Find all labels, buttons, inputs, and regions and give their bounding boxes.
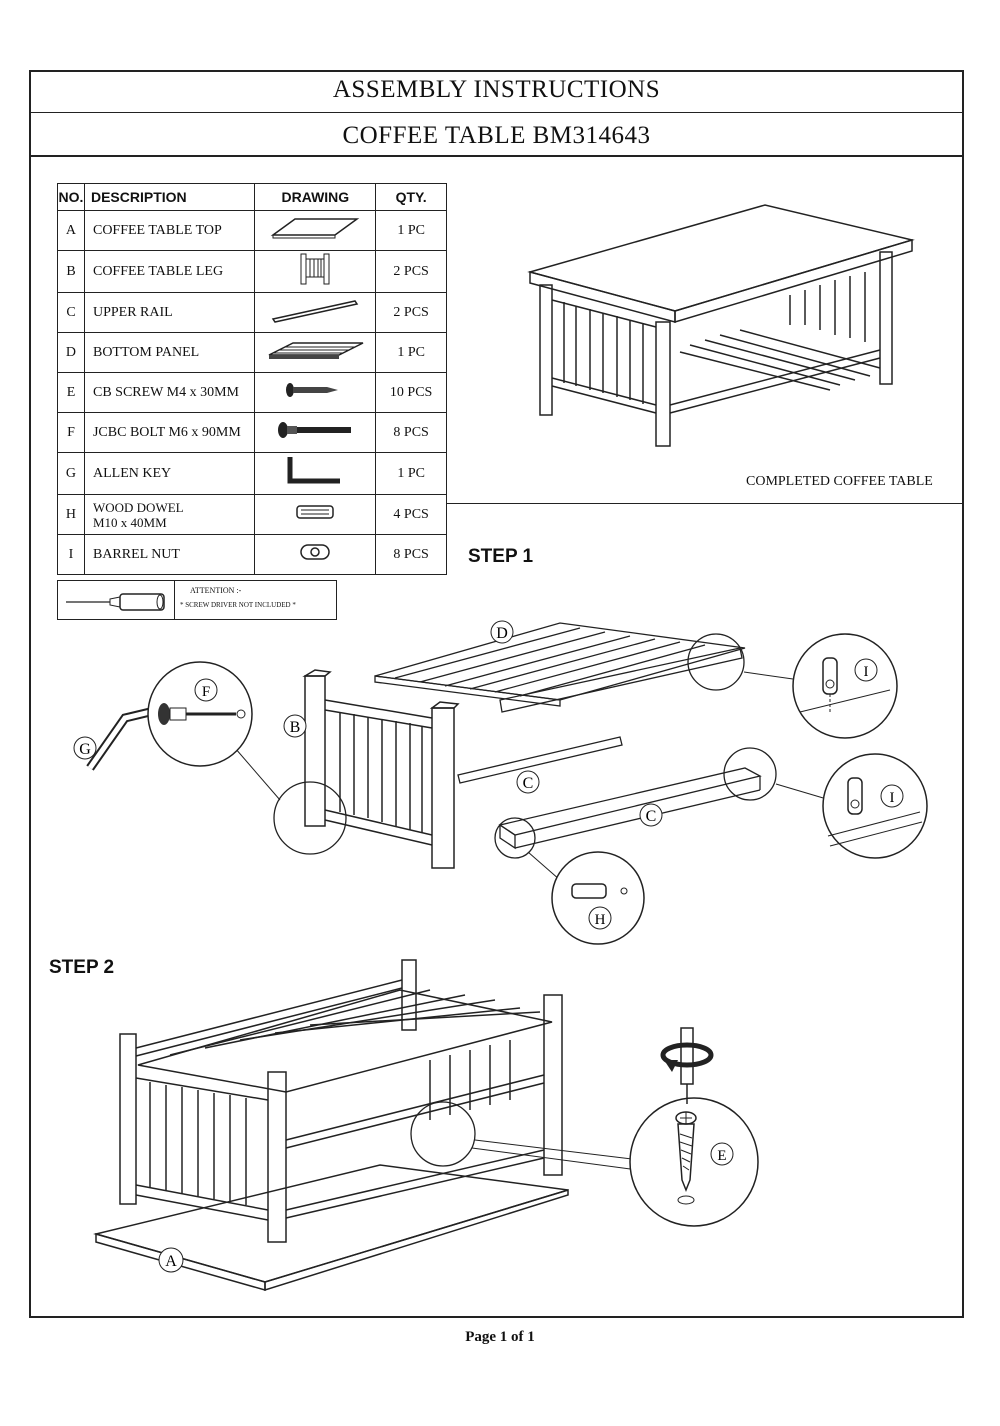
col-description: DESCRIPTION (83, 183, 256, 211)
part-description: CB SCREW M4 x 30MM (83, 372, 256, 413)
screw-detail: E (629, 1097, 759, 1227)
callout-c1: C (516, 770, 540, 794)
part-no: I (57, 534, 85, 575)
callout-i-label: I (890, 790, 895, 806)
part-description: BARREL NUT (83, 534, 256, 575)
attention-label: ATTENTION :- (190, 586, 242, 595)
header-divider (29, 155, 964, 157)
callout-c-label: C (646, 808, 657, 825)
table-row: I BARREL NUT 8 PCS (57, 534, 447, 575)
callout-h-label: H (595, 912, 606, 928)
dowel-detail: H (551, 851, 645, 945)
parts-table-header: NO. DESCRIPTION DRAWING QTY. (57, 183, 447, 211)
table-top-icon (254, 210, 377, 251)
allen-key-illustration: G (73, 707, 152, 771)
step1-heading: STEP 1 (468, 546, 534, 567)
col-qty: QTY. (375, 183, 447, 211)
part-qty: 2 PCS (375, 292, 447, 333)
screwdriver-icon (66, 593, 165, 611)
rail-icon (254, 292, 377, 333)
leg-assembly-illustration (302, 669, 460, 869)
callout-d-label: D (496, 625, 508, 642)
completed-caption: COMPLETED COFFEE TABLE (746, 474, 933, 489)
barrel-nut-icon (254, 534, 377, 575)
part-qty: 2 PCS (375, 250, 447, 293)
section-divider (447, 503, 964, 504)
part-no: G (57, 452, 85, 495)
part-no: H (57, 494, 85, 535)
part-no: C (57, 292, 85, 333)
table-leg-icon (254, 250, 377, 293)
callout-g-label: G (79, 741, 91, 758)
attention-note: * SCREW DRIVER NOT INCLUDED * (180, 601, 296, 609)
table-row: B COFFEE TABLE LEG 2 PCS (57, 250, 447, 293)
barrel-nut-detail-rail: I (822, 753, 928, 859)
part-no: D (57, 332, 85, 373)
bolt-detail: F (147, 661, 253, 767)
callout-a-label: A (165, 1253, 177, 1270)
rail-illustration (457, 736, 762, 850)
page-subtitle: COFFEE TABLE BM314643 (342, 122, 651, 149)
callout-b: B (283, 714, 307, 738)
col-no: NO. (57, 183, 85, 211)
page-title: ASSEMBLY INSTRUCTIONS (332, 76, 661, 103)
table-row: E CB SCREW M4 x 30MM 10 PCS (57, 372, 447, 413)
bottom-panel-illustration (374, 622, 746, 713)
part-description-line2: M10 x 40MM (92, 514, 167, 530)
step2-assembly-illustration (93, 959, 569, 1292)
part-no: A (57, 210, 85, 251)
col-drawing: DRAWING (254, 183, 377, 211)
page-number: Page 1 of 1 (465, 1329, 535, 1345)
callout-d: D (490, 620, 514, 644)
title-divider (29, 112, 964, 113)
part-description: UPPER RAIL (83, 292, 256, 333)
callout-f-label: F (202, 684, 210, 700)
part-description-line1: WOOD DOWEL (92, 499, 184, 515)
bottom-panel-icon (254, 332, 377, 373)
page-frame (29, 70, 964, 1318)
part-qty: 1 PC (375, 332, 447, 373)
screwdriver-rotation-icon (660, 1027, 714, 1104)
part-qty: 8 PCS (375, 412, 447, 453)
callout-i-label: I (864, 664, 869, 680)
parts-table: NO. DESCRIPTION DRAWING QTY. A COFFEE TA… (57, 183, 447, 575)
step2-heading: STEP 2 (49, 957, 115, 978)
attention-separator (174, 581, 175, 619)
callout-e-label: E (717, 1148, 726, 1164)
barrel-nut-detail-top: I (792, 633, 898, 739)
part-qty: 8 PCS (375, 534, 447, 575)
completed-table-illustration (527, 204, 915, 447)
dowel-icon (254, 494, 377, 535)
callout-a: A (158, 1247, 184, 1273)
part-qty: 1 PC (375, 452, 447, 495)
attention-box: ATTENTION :- * SCREW DRIVER NOT INCLUDED… (57, 580, 337, 620)
table-row: D BOTTOM PANEL 1 PC (57, 332, 447, 373)
part-description: COFFEE TABLE LEG (83, 250, 256, 293)
part-qty: 4 PCS (375, 494, 447, 535)
callout-c-label: C (523, 775, 534, 792)
part-description: BOTTOM PANEL (83, 332, 256, 373)
part-qty: 1 PC (375, 210, 447, 251)
table-row: C UPPER RAIL 2 PCS (57, 292, 447, 333)
callout-b-label: B (290, 719, 301, 736)
callout-c2: C (639, 803, 663, 827)
